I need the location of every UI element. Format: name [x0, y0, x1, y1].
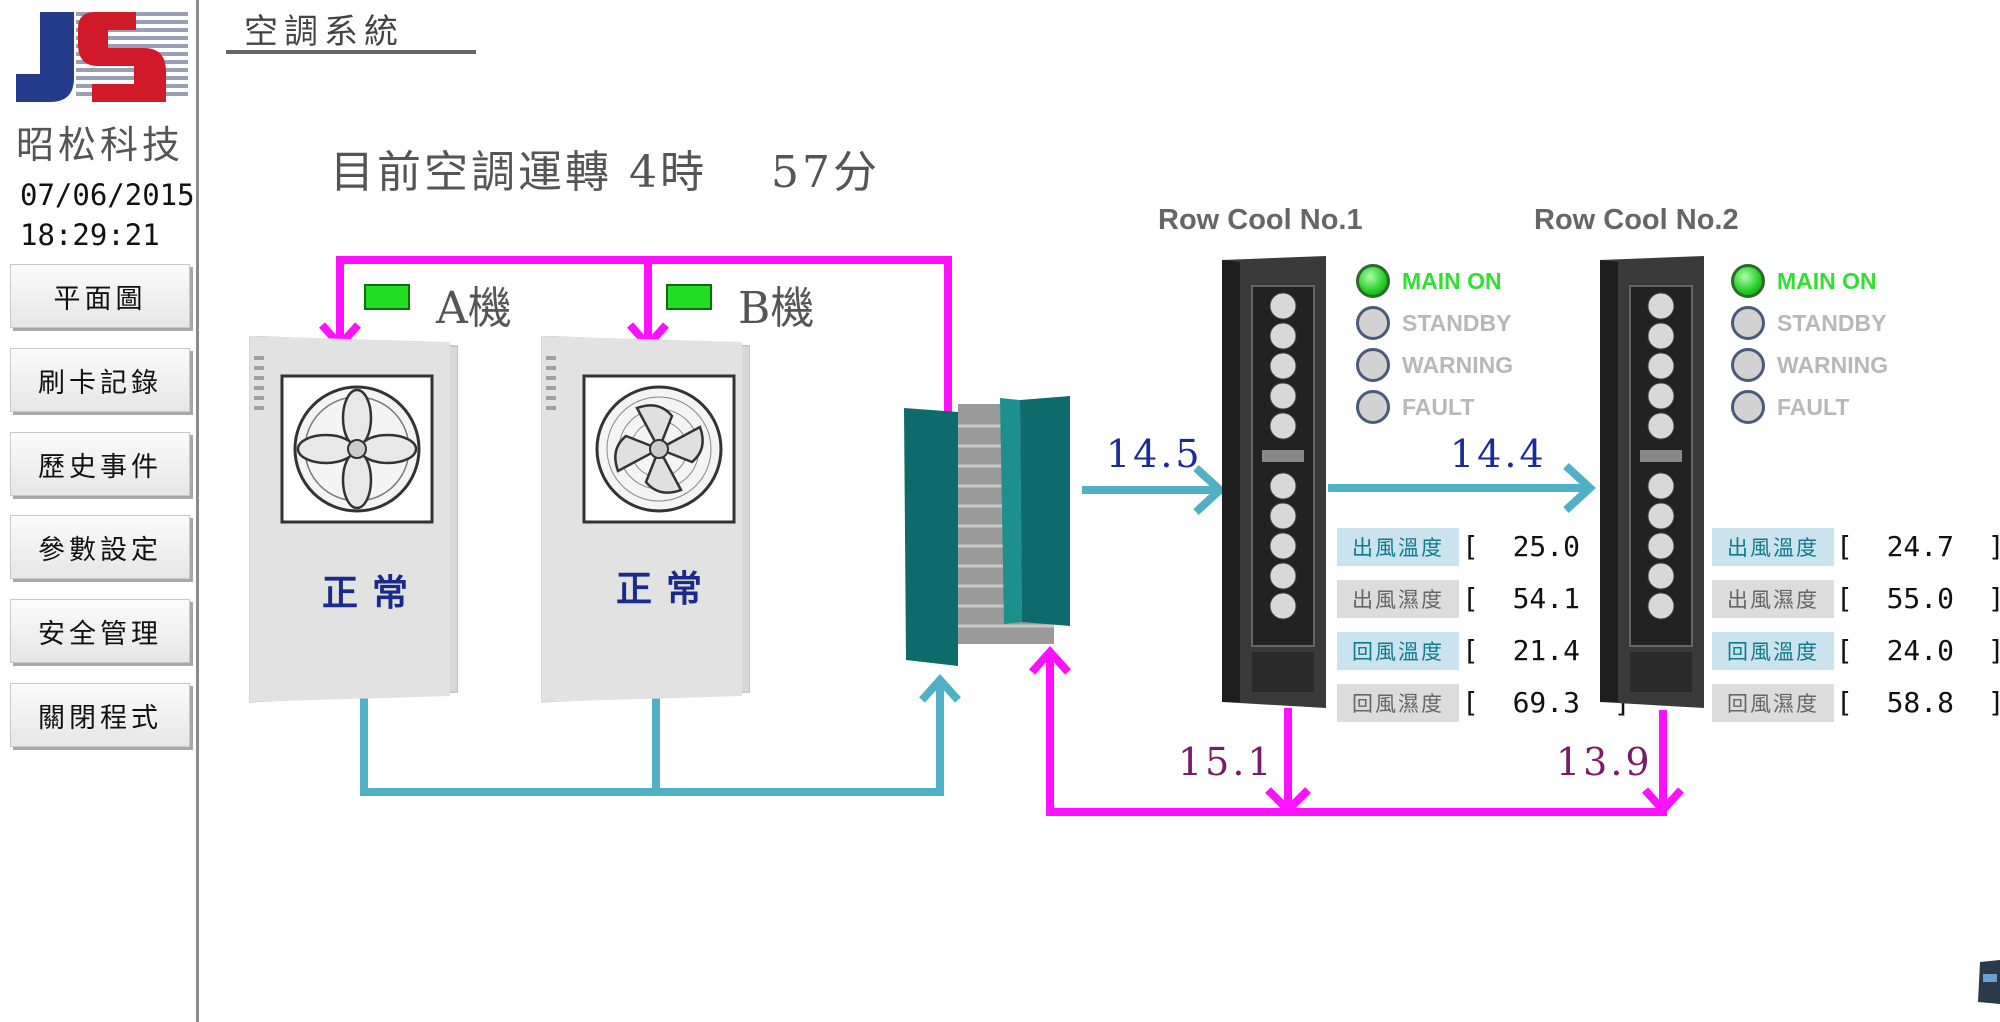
rc2-return-humidity-value: [ 58.8 ] [1836, 686, 2000, 719]
unit-b-status: 正常 [616, 568, 717, 610]
outdoor-unit-a[interactable] [240, 336, 458, 706]
rc2-fault-label: FAULT [1777, 393, 1850, 420]
indicator-light-icon [1356, 264, 1390, 298]
page-title: 空調系統 [244, 12, 404, 52]
unit-a-status: 正常 [322, 572, 423, 614]
history-events-button[interactable]: 歷史事件 [10, 432, 190, 496]
rc1-fault-indicator: FAULT [1356, 390, 1474, 424]
rc2-fault-indicator: FAULT [1731, 390, 1849, 424]
current-date: 07/06/2015 [20, 178, 195, 212]
rc2-return-temp-value: [ 24.0 ] [1836, 634, 2000, 667]
rc1-return-humidity-label: 回風濕度 [1337, 684, 1459, 722]
company-logo [16, 8, 188, 106]
return-pipe [360, 463, 1596, 796]
unit-b-label: B機 [738, 283, 815, 334]
rc1-warning-label: WARNING [1402, 351, 1514, 378]
outdoor-unit-b[interactable] [532, 336, 750, 706]
rc1-supply-temp-label: 出風溫度 [1337, 528, 1459, 566]
rc1-to-rc2-temp-value: 14.4 [1450, 432, 1547, 476]
rc1-main-on-indicator: MAIN ON [1356, 264, 1502, 298]
indicator-light-icon [1731, 390, 1765, 424]
current-time: 18:29:21 [20, 218, 160, 252]
rc1-standby-indicator: STANDBY [1356, 306, 1511, 340]
rc2-warning-label: WARNING [1777, 351, 1889, 378]
row-cool-1-unit[interactable] [1222, 256, 1332, 712]
rc2-main-on-label: MAIN ON [1777, 267, 1877, 294]
rc2-standby-indicator: STANDBY [1731, 306, 1886, 340]
unit-a-label: A機 [436, 283, 512, 334]
unit-a-status-lamp [364, 284, 410, 310]
rc1-fault-label: FAULT [1402, 393, 1475, 420]
row-cool-1-title: Row Cool No.1 [1158, 204, 1363, 236]
rc2-standby-label: STANDBY [1777, 309, 1887, 336]
indicator-light-icon [1731, 264, 1765, 298]
indicator-light-icon [1356, 306, 1390, 340]
rc1-supply-humidity-label: 出風濕度 [1337, 580, 1459, 618]
runtime-display: 目前空調運轉 4時 57分 [330, 147, 880, 198]
row-cool-2-unit[interactable] [1600, 256, 1710, 712]
sidebar: 昭松科技 07/06/2015 18:29:21 平面圖 刷卡記錄 歷史事件 參… [0, 0, 198, 1022]
rc2-supply-humidity-label: 出風濕度 [1712, 580, 1834, 618]
row-cool-2-title: Row Cool No.2 [1534, 204, 1739, 236]
rc1-warning-indicator: WARNING [1356, 348, 1513, 382]
supply-temp-value: 14.5 [1106, 432, 1203, 476]
rc2-supply-temp-value: [ 24.7 ] [1836, 530, 2000, 563]
rc1-main-on-label: MAIN ON [1402, 267, 1502, 294]
floor-plan-button[interactable]: 平面圖 [10, 264, 190, 328]
supply-pipe [319, 256, 1684, 816]
card-record-button[interactable]: 刷卡記錄 [10, 348, 190, 412]
rc2-supply-temp-label: 出風溫度 [1712, 528, 1834, 566]
title-underline [226, 50, 476, 54]
sidebar-divider [196, 0, 199, 1022]
unit-b-status-lamp [666, 284, 712, 310]
indicator-light-icon [1731, 348, 1765, 382]
rc1-standby-label: STANDBY [1402, 309, 1512, 336]
rc2-return-temp-value: 13.9 [1556, 740, 1653, 784]
corner-tray-icon[interactable] [1974, 960, 2000, 1004]
company-name: 昭松科技 [15, 123, 184, 167]
rc2-supply-humidity-value: [ 55.0 ] [1836, 582, 2000, 615]
indicator-light-icon [1356, 348, 1390, 382]
rc2-warning-indicator: WARNING [1731, 348, 1888, 382]
rc2-main-on-indicator: MAIN ON [1731, 264, 1877, 298]
parameter-settings-button[interactable]: 參數設定 [10, 515, 190, 579]
heat-exchanger[interactable] [900, 396, 1080, 670]
rc1-return-temp-value: 15.1 [1178, 740, 1275, 784]
security-management-button[interactable]: 安全管理 [10, 599, 190, 663]
indicator-light-icon [1356, 390, 1390, 424]
rc2-return-humidity-label: 回風濕度 [1712, 684, 1834, 722]
close-program-button[interactable]: 關閉程式 [10, 683, 190, 747]
rc1-return-temp-label: 回風溫度 [1337, 632, 1459, 670]
indicator-light-icon [1731, 306, 1765, 340]
rc2-return-temp-label: 回風溫度 [1712, 632, 1834, 670]
